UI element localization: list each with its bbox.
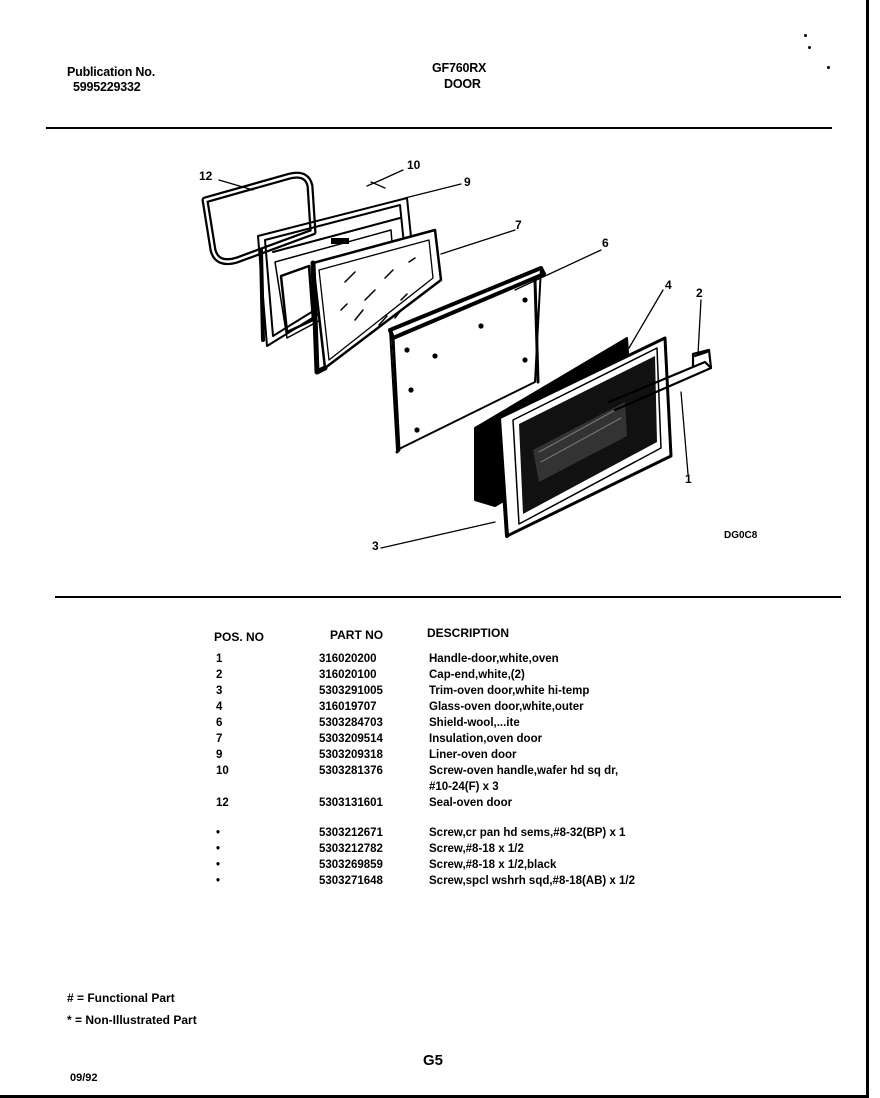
part-cell: 316020200 <box>319 653 377 665</box>
pos-cell: • <box>216 827 221 839</box>
callout-7: 7 <box>515 218 522 232</box>
drawing-code: DG0C8 <box>724 530 758 541</box>
callout-12: 12 <box>199 169 213 183</box>
table-row: • 5303271648 Screw,spcl wshrh sqd,#8-18(… <box>0 875 880 891</box>
legend-functional: # = Functional Part <box>67 991 175 1005</box>
callout-2: 2 <box>696 286 703 300</box>
table-row: 3 5303291005 Trim-oven door,white hi-tem… <box>0 685 880 701</box>
insulation-part <box>310 228 443 375</box>
pos-cell: • <box>216 875 221 887</box>
pos-cell: 12 <box>216 797 229 809</box>
desc-cell: Screw,cr pan hd sems,#8-32(BP) x 1 <box>429 827 626 839</box>
pos-cell: 1 <box>216 653 223 665</box>
page-border-bottom <box>0 1095 869 1098</box>
part-cell: 5303269859 <box>319 859 383 871</box>
part-cell: 5303281376 <box>319 765 383 777</box>
part-cell: 5303212671 <box>319 827 383 839</box>
callout-10: 10 <box>407 158 421 172</box>
table-row: 6 5303284703 Shield-wool,...ite <box>0 717 880 733</box>
speck <box>808 46 811 49</box>
callout-3: 3 <box>372 539 379 553</box>
col-header-desc: DESCRIPTION <box>427 626 510 640</box>
part-cell: 5303212782 <box>319 843 383 855</box>
desc-cell: Screw,#8-18 x 1/2 <box>429 843 524 855</box>
pos-cell: 4 <box>216 701 223 713</box>
pos-cell: 7 <box>216 733 223 745</box>
part-cell: 316020100 <box>319 669 377 681</box>
legend-non-illustrated: * = Non-Illustrated Part <box>67 1013 197 1027</box>
model-number: GF760RX <box>432 61 487 75</box>
desc-cell: Seal-oven door <box>429 797 513 809</box>
part-cell: 5303291005 <box>319 685 383 697</box>
desc-cell: Liner-oven door <box>429 749 517 761</box>
desc-cell: Shield-wool,...ite <box>429 717 520 729</box>
speck <box>827 66 830 69</box>
table-row: • 5303269859 Screw,#8-18 x 1/2,black <box>0 859 880 875</box>
pos-cell: 10 <box>216 765 229 777</box>
part-cell: 5303131601 <box>319 797 383 809</box>
col-header-pos: POS. NO <box>214 630 265 644</box>
desc-cell: Handle-door,white,oven <box>429 653 559 665</box>
publication-number: 5995229332 <box>73 80 141 94</box>
revision-date: 09/92 <box>70 1072 98 1084</box>
exploded-door-diagram <box>201 169 713 549</box>
table-row: 12 5303131601 Seal-oven door <box>0 797 880 813</box>
desc-cell: Screw-oven handle,wafer hd sq dr, <box>429 765 619 777</box>
table-row: • 5303212782 Screw,#8-18 x 1/2 <box>0 843 880 859</box>
callout-4: 4 <box>665 278 672 292</box>
table-row: 7 5303209514 Insulation,oven door <box>0 733 880 749</box>
page-number: G5 <box>423 1052 444 1069</box>
part-cell: 5303284703 <box>319 717 383 729</box>
header-rule <box>46 127 832 129</box>
table-row: 4 316019707 Glass-oven door,white,outer <box>0 701 880 717</box>
callout-6: 6 <box>602 236 609 250</box>
table-row: 10 5303281376 Screw-oven handle,wafer hd… <box>0 765 880 797</box>
page-border-right <box>866 0 869 1098</box>
section-rule <box>55 596 841 598</box>
desc-cell: Screw,#8-18 x 1/2,black <box>429 859 557 871</box>
part-cell: 316019707 <box>319 701 377 713</box>
part-cell: 5303209318 <box>319 749 383 761</box>
callout-9: 9 <box>464 175 471 189</box>
desc-cell: Glass-oven door,white,outer <box>429 701 584 713</box>
shield-part <box>388 266 546 454</box>
desc-cell: Screw,spcl wshrh sqd,#8-18(AB) x 1/2 <box>429 875 636 887</box>
speck <box>804 34 807 37</box>
seal-gasket-part <box>201 171 317 266</box>
pos-cell: • <box>216 843 221 855</box>
pos-cell: 6 <box>216 717 223 729</box>
col-header-part: PART NO <box>330 628 384 642</box>
table-row: 1 316020200 Handle-door,white,oven <box>0 653 880 669</box>
desc-cell: Insulation,oven door <box>429 733 543 745</box>
section-title: DOOR <box>444 77 481 91</box>
callout-1: 1 <box>685 472 692 486</box>
leader-lines <box>218 169 702 549</box>
desc-cell: Trim-oven door,white hi-temp <box>429 685 590 697</box>
table-row: 9 5303209318 Liner-oven door <box>0 749 880 765</box>
pos-cell: 2 <box>216 669 223 681</box>
publication-label: Publication No. <box>67 65 155 79</box>
table-row: 2 316020100 Cap-end,white,(2) <box>0 669 880 685</box>
desc-cell-continued: #10-24(F) x 3 <box>429 781 499 793</box>
part-cell: 5303209514 <box>319 733 383 745</box>
table-row: • 5303212671 Screw,cr pan hd sems,#8-32(… <box>0 827 880 843</box>
pos-cell: • <box>216 859 221 871</box>
part-cell: 5303271648 <box>319 875 383 887</box>
handle-part <box>607 348 713 412</box>
desc-cell: Cap-end,white,(2) <box>429 669 525 681</box>
pos-cell: 3 <box>216 685 223 697</box>
pos-cell: 9 <box>216 749 223 761</box>
